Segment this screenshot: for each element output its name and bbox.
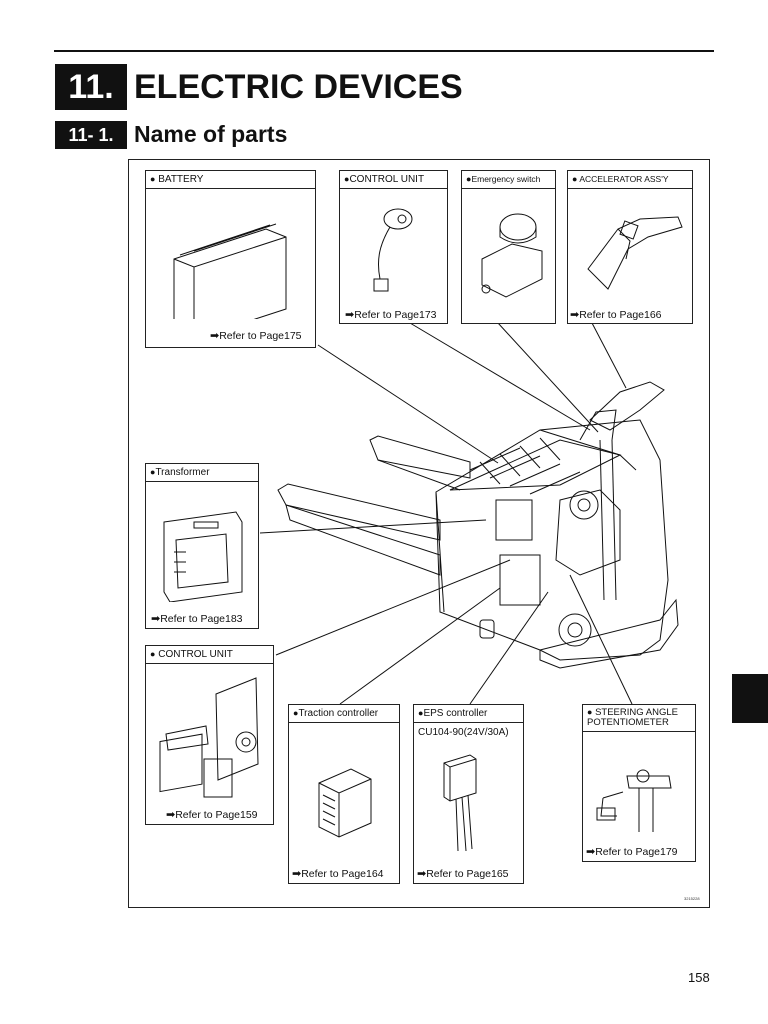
battery-label: BATTERY <box>158 174 204 185</box>
accelerator-image <box>587 216 683 290</box>
eps-controller-label: EPS controller <box>423 708 488 719</box>
steering-potentiometer-ref: Refer to Page179 <box>595 846 678 858</box>
eps-controller-image <box>443 754 477 852</box>
accelerator-ref: Refer to Page166 <box>579 309 662 321</box>
transformer-label: Transformer <box>155 467 210 478</box>
emergency-switch-image <box>481 213 543 298</box>
transformer-ref: Refer to Page183 <box>160 613 243 625</box>
bullet-icon: ● <box>587 707 593 717</box>
steering-potentiometer-image <box>596 769 672 832</box>
steering-potentiometer-box: ● STEERING ANGLE POTENTIOMETER ➡Refer to… <box>582 704 696 862</box>
bullet-icon: ● <box>150 174 156 184</box>
control-unit-top-label: CONTROL UNIT <box>349 174 425 185</box>
control-unit-left-label: CONTROL UNIT <box>158 649 233 660</box>
eps-controller-subtitle: CU104-90(24V/30A) <box>418 727 509 738</box>
bullet-icon: ● <box>572 174 578 184</box>
accelerator-box: ● ACCELERATOR ASS'Y ➡Refer to Page166 <box>567 170 693 324</box>
steering-potentiometer-label: STEERING ANGLE POTENTIOMETER <box>587 707 678 728</box>
figure-code: 3215228 <box>684 896 700 901</box>
battery-image <box>173 223 287 340</box>
battery-box: ● BATTERY ➡Refer to Page175 <box>145 170 316 348</box>
right-arrow-icon: ➡ <box>570 309 580 321</box>
transformer-box: ●Transformer ➡Refer to Page183 <box>145 463 259 629</box>
battery-ref: Refer to Page175 <box>219 330 302 342</box>
eps-controller-ref: Refer to Page165 <box>426 868 509 880</box>
right-arrow-icon: ➡ <box>166 809 176 821</box>
control-unit-left-box: ● CONTROL UNIT ➡Refer to Page159 <box>145 645 274 825</box>
right-arrow-icon: ➡ <box>151 613 161 625</box>
bullet-icon: ● <box>466 174 472 184</box>
right-arrow-icon: ➡ <box>417 868 427 880</box>
right-arrow-icon: ➡ <box>345 309 355 321</box>
chapter-thumb-tab <box>732 674 768 723</box>
control-unit-left-ref: Refer to Page159 <box>175 809 258 821</box>
control-unit-top-ref: Refer to Page173 <box>354 309 437 321</box>
traction-controller-image <box>318 768 372 838</box>
bullet-icon: ● <box>150 649 156 659</box>
right-arrow-icon: ➡ <box>292 868 302 880</box>
eps-controller-box: ●EPS controller CU104-90(24V/30A) ➡Refer… <box>413 704 524 884</box>
accelerator-label: ACCELERATOR ASS'Y <box>579 174 669 184</box>
bullet-icon: ● <box>150 467 156 477</box>
parts-diagram-frame <box>128 159 710 908</box>
traction-controller-label: Traction controller <box>298 708 379 719</box>
transformer-image <box>163 511 243 603</box>
bullet-icon: ● <box>344 174 350 184</box>
traction-controller-ref: Refer to Page164 <box>301 868 384 880</box>
emergency-switch-label: Emergency switch <box>471 174 541 184</box>
chapter-number: 11. <box>55 64 127 110</box>
right-arrow-icon: ➡ <box>210 330 220 342</box>
emergency-switch-box: ●Emergency switch <box>461 170 556 324</box>
control-unit-top-box: ●CONTROL UNIT ➡Refer to Page173 <box>339 170 448 324</box>
control-unit-left-image <box>159 677 259 798</box>
control-unit-top-image <box>373 208 413 292</box>
bullet-icon: ● <box>418 708 424 718</box>
section-number: 11- 1. <box>55 121 127 149</box>
chapter-title: ELECTRIC DEVICES <box>134 68 463 106</box>
section-title: Name of parts <box>134 121 288 147</box>
top-rule <box>54 50 714 52</box>
bullet-icon: ● <box>293 708 299 718</box>
right-arrow-icon: ➡ <box>586 846 596 858</box>
page-number: 158 <box>688 970 710 985</box>
traction-controller-box: ●Traction controller ➡Refer to Page164 <box>288 704 400 884</box>
